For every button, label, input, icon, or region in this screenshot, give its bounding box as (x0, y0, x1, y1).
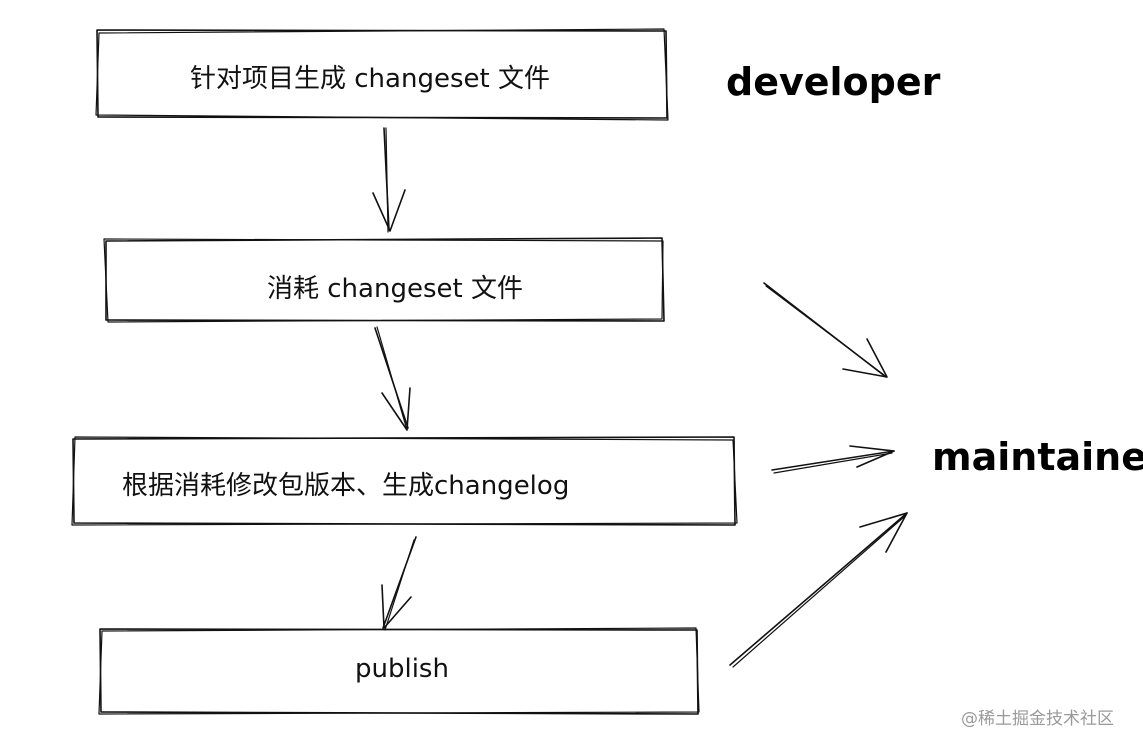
watermark: @稀土掘金技术社区 (961, 709, 1114, 729)
step-label-2: 消耗 changeset 文件 (267, 274, 523, 304)
step-box-1: 针对项目生成 changeset 文件 (95, 28, 669, 121)
step-label-4: publish (355, 654, 449, 684)
arrow-step1-to-step2 (372, 127, 406, 233)
maintainer-label: maintainer (932, 435, 1143, 479)
arrow-step3-to-maintainer (771, 445, 895, 474)
developer-label: developer (726, 60, 941, 104)
step-box-4: publish (98, 627, 700, 715)
arrow-step3-to-step4 (381, 536, 417, 631)
step-box-2: 消耗 changeset 文件 (103, 237, 665, 323)
arrow-step2-to-maintainer (763, 282, 888, 378)
arrow-step2-to-step3 (374, 326, 411, 431)
arrow-step4-to-maintainer (729, 512, 908, 668)
step-box-3: 根据消耗修改包版本、生成changelog (71, 436, 738, 526)
step-label-3: 根据消耗修改包版本、生成changelog (122, 471, 569, 501)
step-label-1: 针对项目生成 changeset 文件 (190, 64, 550, 94)
